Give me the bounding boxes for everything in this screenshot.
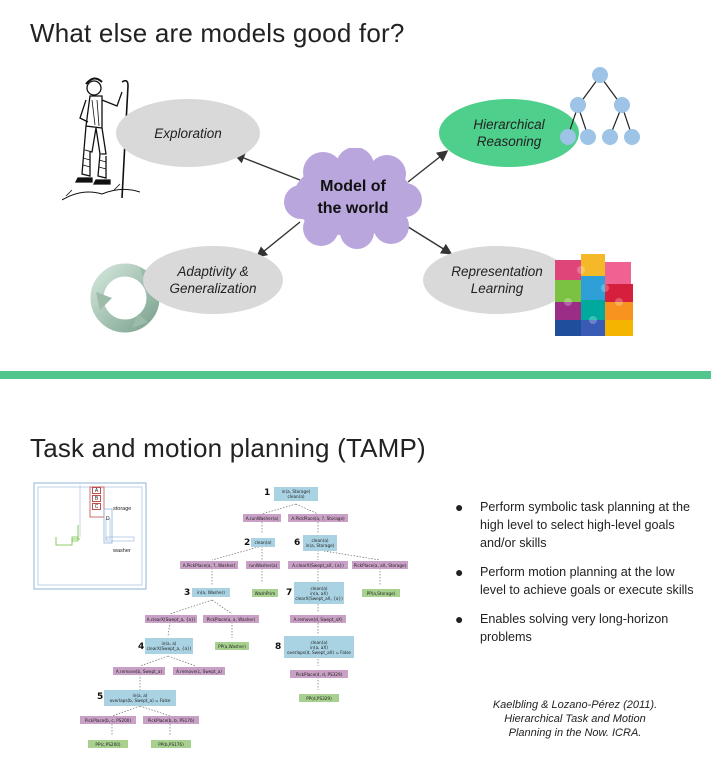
tree-node-4-left: A.remove(b, Swept_a): [113, 667, 165, 675]
bullet-text-1: Perform symbolic task planning at the hi…: [480, 500, 690, 550]
tree-node-2-left: A.PickPlace(a, ?, Washer): [180, 561, 238, 569]
tree-node-2-right-child: WashPrim: [252, 589, 278, 597]
map-label-a: A: [92, 487, 101, 494]
citation-line1: Kaelbling & Lozano-Pérez (2011).: [492, 699, 658, 711]
node-adaptivity-label: Adaptivity & Generalization: [169, 263, 256, 297]
tree-node-5-right: PickPlace(b, b, PS176): [143, 716, 199, 724]
slide-divider: [0, 371, 711, 379]
tree-node-1-line1: in(a, Storage): [281, 489, 311, 494]
tree-node-1-right: A.PickPlace(a, ?, Storage): [288, 514, 348, 522]
tree-node-5-right-child: PP(b,PS176): [151, 740, 191, 748]
tree-node-8-line2: in(a, aX): [310, 644, 328, 650]
tree-node-1-line2: clean(a): [287, 494, 305, 499]
tree-node-5-left-child: PP(c,PS200): [88, 740, 128, 748]
tree-node-8-line1: clean(a): [310, 639, 328, 645]
tree-node-4-line2: clearX(Swept_a, {a}): [146, 646, 192, 651]
model-of-world-label: Model of the world: [293, 176, 413, 220]
slide-title-tamp: Task and motion planning (TAMP): [30, 433, 426, 463]
representation-line1: Representation: [451, 264, 543, 279]
bullet-marker: ●: [455, 611, 464, 627]
tree-node-3-right: PickPlace(a, a, Washer): [203, 615, 259, 623]
tree-node-2: clean(a): [251, 538, 275, 547]
tamp-tree-edges: [111, 503, 381, 736]
tamp-map-diagram: [33, 482, 147, 590]
tree-node-6-right: PickPlace(a, aX, Storage): [352, 561, 408, 569]
tree-node-3-right-child: PP(a,Washer): [215, 642, 249, 650]
tree-node-6-right-child: PP(a,Storage): [362, 589, 400, 597]
tree-step-8: 8: [275, 642, 282, 652]
bullet-text-3: Enables solving very long-horizon proble…: [480, 612, 669, 644]
node-representation-label: Representation Learning: [451, 263, 543, 297]
bullet-item: ● Perform motion planning at the low lev…: [455, 563, 700, 599]
node-representation: Representation Learning: [423, 246, 571, 314]
tree-node-4: in(a, a) clearX(Swept_a, {a}): [145, 638, 193, 654]
tree-node-5-left: PickPlace(b, c, PS200): [80, 716, 136, 724]
citation-line3: Planning in the Now. ICRA.: [508, 727, 642, 739]
tree-node-8-child: PickPlace(d, d, PS329): [290, 670, 348, 678]
tree-node-6-left: A.clearX(Swept_aX, {a}): [288, 561, 348, 569]
tree-node-3-left: A.clearX(Swept_a, {a}): [145, 615, 197, 623]
tree-node-4-line1: in(a, a): [161, 641, 177, 646]
bullet-item: ● Perform symbolic task planning at the …: [455, 498, 700, 552]
puzzle-icon: [555, 254, 633, 336]
bullet-text-2: Perform motion planning at the low level…: [480, 565, 694, 597]
citation-line2: Hierarchical Task and Motion: [504, 713, 646, 725]
tree-step-1: 1: [264, 488, 271, 498]
node-hierarchical-label: Hierarchical Reasoning: [473, 116, 544, 150]
tree-step-3: 3: [184, 588, 191, 598]
tree-node-8: clean(a) in(a, aX) overlaps(d, Swept_aX)…: [284, 636, 354, 658]
adaptivity-line2: Generalization: [169, 281, 257, 296]
tree-node-1-left: A.runWasher(a): [243, 514, 281, 522]
tree-step-7: 7: [286, 588, 293, 598]
tamp-bullet-list: ● Perform symbolic task planning at the …: [455, 498, 700, 657]
map-label-washer: washer: [113, 548, 131, 554]
tree-node-6-line2: in(a, Storage): [305, 543, 335, 548]
tree-step-2: 2: [244, 538, 251, 548]
tree-node-6: clean(a) in(a, Storage): [303, 535, 337, 551]
tree-icon: [560, 67, 640, 145]
node-exploration: Exploration: [116, 99, 260, 167]
tree-node-7: clean(a) in(a, aX) clearX(Swept_aX, {a}): [294, 582, 344, 604]
citation: Kaelbling & Lozano-Pérez (2011). Hierarc…: [470, 698, 680, 740]
node-exploration-label: Exploration: [154, 125, 222, 141]
tree-node-4-right: A.remove(c, Swept_a): [173, 667, 225, 675]
tree-node-5-line1: in(a, a): [132, 693, 148, 698]
tree-node-7-line2: in(a, aX): [310, 590, 328, 596]
node-adaptivity: Adaptivity & Generalization: [143, 246, 283, 314]
bullet-marker: ●: [455, 499, 464, 515]
tree-node-5: in(a, a) overlaps(b, Swept_a) = False: [104, 690, 176, 706]
hierarchical-line2: Reasoning: [476, 134, 542, 149]
tree-node-1: in(a, Storage) clean(a): [274, 487, 318, 501]
tree-node-7-child: A.remove(d, Swept_aX): [290, 615, 346, 623]
map-label-d: D: [106, 516, 110, 522]
hiker-icon: [62, 77, 140, 201]
tree-node-7-line3: clearX(Swept_aX, {a}): [295, 595, 343, 601]
hierarchical-line1: Hierarchical: [473, 117, 545, 132]
map-label-storage: storage: [113, 506, 132, 512]
representation-line2: Learning: [470, 281, 524, 296]
node-hierarchical-reasoning: Hierarchical Reasoning: [439, 99, 579, 167]
tree-step-5: 5: [97, 692, 104, 702]
connector-arrows: [233, 150, 453, 258]
bullet-item: ● Enables solving very long-horizon prob…: [455, 610, 700, 646]
slide-title-models: What else are models good for?: [30, 18, 405, 48]
tree-node-8-line3: overlaps(d, Swept_aX) = False: [287, 649, 351, 655]
adaptivity-line1: Adaptivity &: [177, 264, 249, 279]
tree-node-2-right: runWasher(a): [246, 561, 280, 569]
tree-node-8-grandchild: PP(d,PS329): [299, 694, 339, 702]
map-label-b: B: [92, 495, 101, 502]
tree-node-5-line2: overlaps(b, Swept_a) = False: [109, 698, 171, 703]
center-line1: Model of: [320, 178, 386, 195]
tree-node-3: in(a, Washer): [192, 588, 230, 597]
model-of-world-cloud: [284, 148, 422, 249]
tree-step-6: 6: [294, 538, 301, 548]
bullet-marker: ●: [455, 564, 464, 580]
tree-node-6-line1: clean(a): [311, 538, 329, 543]
tree-node-7-line1: clean(a): [310, 585, 328, 591]
map-label-c: C: [92, 503, 101, 510]
center-line2: the world: [317, 200, 389, 217]
tree-step-4: 4: [138, 642, 145, 652]
